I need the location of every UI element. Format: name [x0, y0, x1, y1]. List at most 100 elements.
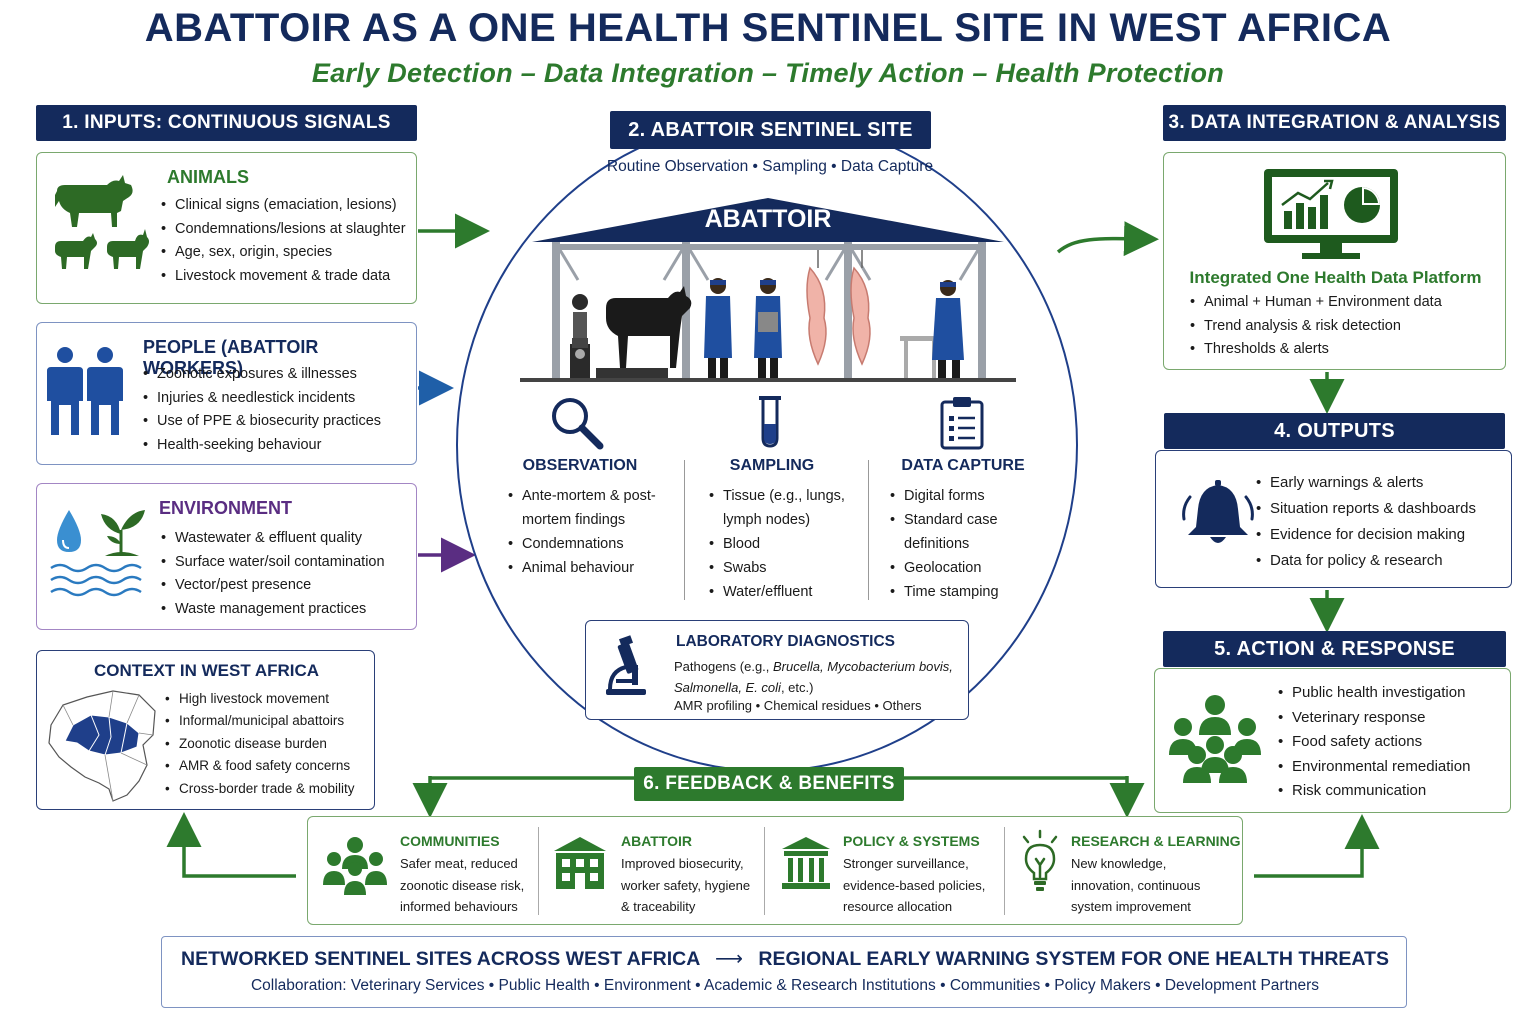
outputs-header: 4. OUTPUTS [1164, 413, 1505, 449]
list-item: Condemnations/lesions at slaughter [161, 218, 411, 242]
list-item: Environmental remediation [1278, 755, 1508, 780]
benefit-text: Safer meat, reduced zoonotic disease ris… [400, 853, 538, 918]
animals-title: ANIMALS [167, 167, 249, 187]
list-item: AMR & food safety concerns [165, 755, 375, 778]
list-item: Surface water/soil contamination [161, 551, 411, 575]
worker-figure [704, 278, 732, 378]
list-item: Cross-border trade & mobility [165, 778, 375, 801]
list-item: Risk communication [1278, 779, 1508, 804]
list-item: Wastewater & effluent quality [161, 527, 411, 551]
list-item: Food safety actions [1278, 730, 1508, 755]
benefit-line: system improvement [1071, 899, 1191, 914]
list-item: Early warnings & alerts [1256, 470, 1506, 496]
list-item: High livestock movement [165, 688, 375, 711]
sampling-list: Tissue (e.g., lungs, lymph nodes) Blood … [709, 484, 864, 604]
water-plant-icon [50, 510, 145, 597]
network-footer: NETWORKED SENTINEL SITES ACROSS WEST AFR… [161, 936, 1407, 1008]
lab-pathogens-italic-1: Brucella, Mycobacterium bovis, [773, 659, 953, 674]
benefit-text: Improved biosecurity, worker safety, hyg… [621, 853, 763, 918]
platform-title: Integrated One Health Data Platform [1189, 268, 1482, 287]
lab-title: LABORATORY DIAGNOSTICS [676, 633, 896, 650]
lab-diagnostics-box: LABORATORY DIAGNOSTICS Pathogens (e.g., … [585, 620, 969, 720]
benefit-line: & traceability [621, 899, 696, 914]
magnifier-icon [552, 398, 604, 450]
benefit-line: zoonotic disease risk, [400, 877, 525, 893]
data-capture-list: Digital forms Standard case definitions … [890, 484, 1030, 604]
benefit-divider [1004, 827, 1005, 915]
loop-arrow-right [1254, 814, 1380, 878]
benefit-line: Safer meat, reduced [400, 856, 518, 871]
list-item: Condemnations [508, 532, 678, 556]
network-headline: NETWORKED SENTINEL SITES ACROSS WEST AFR… [162, 947, 1408, 971]
list-item: Clinical signs (emaciation, lesions) [161, 194, 411, 218]
community-icon [323, 837, 387, 895]
list-item: Injuries & needlestick incidents [143, 387, 408, 411]
list-item: Tissue (e.g., lungs, lymph nodes) [709, 484, 864, 532]
environment-box: ENVIRONMENT Wastewater & effluent qualit… [36, 483, 417, 630]
column-divider [684, 460, 685, 600]
list-item: Health-seeking behaviour [143, 434, 408, 458]
action-box: Public health investigation Veterinary r… [1154, 668, 1511, 813]
list-item: Zoonotic disease burden [165, 733, 375, 756]
lab-pathogens: Pathogens (e.g., Brucella, Mycobacterium… [674, 656, 966, 698]
integration-header: 3. DATA INTEGRATION & ANALYSIS [1163, 105, 1506, 141]
list-item: Blood [709, 532, 864, 556]
list-item: Veterinary response [1278, 706, 1508, 731]
sentinel-header: 2. ABATTOIR SENTINEL SITE [610, 111, 931, 149]
page-title: ABATTOIR AS A ONE HEALTH SENTINEL SITE I… [144, 6, 1392, 50]
benefit-title: COMMUNITIES [400, 833, 500, 849]
clipboard-icon [940, 397, 984, 450]
context-box: CONTEXT IN WEST AFRICA High livestock mo… [36, 650, 375, 810]
test-tube-icon [759, 396, 781, 448]
benefit-line: New knowledge, [1071, 856, 1167, 871]
list-item: Animal behaviour [508, 556, 678, 580]
lab-pathogens-prefix: Pathogens (e.g., [674, 659, 774, 674]
list-item: Animal + Human + Environment data [1190, 291, 1490, 315]
people-list: Zoonotic exposures & illnesses Injuries … [143, 363, 408, 457]
list-item: Public health investigation [1278, 681, 1508, 706]
page-subtitle: Early Detection – Data Integration – Tim… [311, 58, 1225, 88]
list-item: Thresholds & alerts [1190, 338, 1490, 362]
network-left-text: NETWORKED SENTINEL SITES ACROSS WEST AFR… [181, 948, 700, 970]
people-box: PEOPLE (ABATTOIR WORKERS) Zoonotic expos… [36, 322, 417, 465]
benefit-title: ABATTOIR [621, 833, 693, 849]
benefit-title: RESEARCH & LEARNING [1071, 833, 1241, 849]
list-item: Informal/municipal abattoirs [165, 710, 375, 733]
list-item: Use of PPE & biosecurity practices [143, 410, 408, 434]
list-item: Trend analysis & risk detection [1190, 315, 1490, 339]
abattoir-label: ABATTOIR [704, 205, 832, 233]
benefit-line: worker safety, hygiene [621, 877, 751, 893]
benefit-line: informed behaviours [400, 899, 518, 914]
lab-pathogens-suffix: , etc.) [780, 680, 814, 695]
benefit-text: Stronger surveillance, evidence-based po… [843, 853, 1003, 918]
list-item: Standard case definitions [890, 508, 1030, 556]
list-item: Ante-mortem & post-mortem findings [508, 484, 678, 532]
inputs-header: 1. INPUTS: CONTINUOUS SIGNALS [36, 105, 417, 141]
context-title: CONTEXT IN WEST AFRICA [93, 661, 320, 680]
west-africa-map-icon [48, 690, 156, 802]
benefit-title: POLICY & SYSTEMS [843, 833, 980, 849]
column-divider [868, 460, 869, 600]
animals-list: Clinical signs (emaciation, lesions) Con… [161, 194, 411, 288]
microscope-icon [606, 635, 646, 695]
lightbulb-icon [1022, 829, 1058, 891]
observation-list: Ante-mortem & post-mortem findings Conde… [508, 484, 678, 580]
animals-box: ANIMALS Clinical signs (emaciation, lesi… [36, 152, 417, 304]
sentinel-tagline: Routine Observation • Sampling • Data Ca… [606, 158, 934, 175]
network-collaboration: Collaboration: Veterinary Services • Pub… [250, 977, 1320, 994]
alert-bell-icon [1182, 480, 1254, 543]
environment-list: Wastewater & effluent quality Surface wa… [161, 527, 411, 621]
abattoir-building-icon [554, 837, 606, 889]
data-capture-title: DATA CAPTURE [901, 457, 1025, 474]
environment-title: ENVIRONMENT [159, 498, 293, 518]
list-item: Waste management practices [161, 598, 411, 622]
team-icon [1169, 695, 1261, 783]
lab-pathogens-italic-2: Salmonella, E. coli [674, 680, 781, 695]
workers-icon [47, 347, 123, 435]
monitor-chart-icon [1264, 169, 1398, 259]
arrow-to-integration [1056, 221, 1159, 257]
list-item: Data for policy & research [1256, 548, 1506, 574]
action-header: 5. ACTION & RESPONSE [1163, 631, 1506, 667]
list-item: Time stamping [890, 580, 1030, 604]
